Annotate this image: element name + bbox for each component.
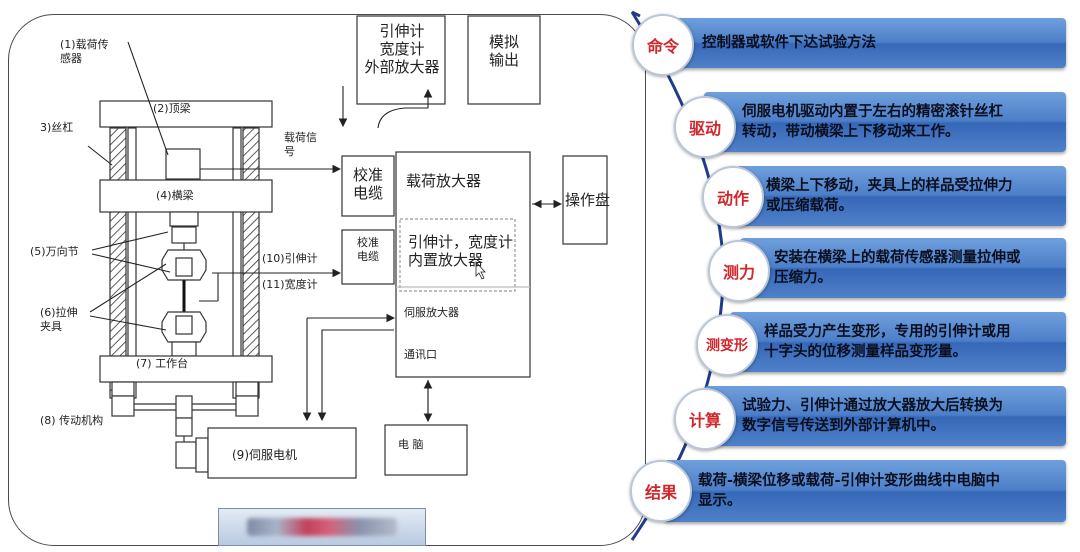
crosshead xyxy=(99,179,273,213)
calib-cable-box-1 xyxy=(341,155,395,217)
step-bar-drive: 伺服电机驱动内置于左右的精密滚针丝杠 转动，带动横梁上下移动来工作。 xyxy=(704,92,1066,152)
step-label-compute: 计算 xyxy=(674,388,736,450)
top-beam-label: (2)顶梁 xyxy=(153,102,191,115)
step-text-drive: 伺服电机驱动内置于左右的精密滚针丝杠 转动，带动横梁上下移动来工作。 xyxy=(742,104,1003,140)
step-text-command: 控制器或软件下达试验方法 xyxy=(702,35,876,51)
load-sensor-label: (1)载荷传 感器 xyxy=(60,38,109,65)
servo-motor-label: (9)伺服电机 xyxy=(232,448,297,462)
worktable-label: (7) 工作台 xyxy=(136,357,189,371)
step-label-result: 结果 xyxy=(630,460,692,522)
control-panel-text: 操作盘 xyxy=(565,191,611,209)
step-label-drive: 驱动 xyxy=(674,96,736,158)
step-bar-result: 载荷-横梁位移或载荷-引伸计变形曲线中电脑中 显示。 xyxy=(664,460,1066,522)
load-amp-text: 载荷放大器 xyxy=(406,172,482,190)
blurred-caption xyxy=(218,508,426,546)
step-label-command: 命令 xyxy=(632,14,694,76)
step-text-compute: 试验力、引伸计通过放大器放大后转换为 数字信号传送到外部计算机中。 xyxy=(742,398,1003,434)
step-bar-action: 横梁上下移动，夹具上的样品受拉伸力 或压缩载荷。 xyxy=(736,166,1066,226)
top-beam xyxy=(99,100,273,128)
width-gauge-label: (11)宽度计 xyxy=(262,278,318,291)
servo-motor-body xyxy=(207,427,357,479)
comm-port-text: 通讯口 xyxy=(404,348,437,361)
step-label-action: 动作 xyxy=(702,166,764,228)
load-signal-label: 载荷信 号 xyxy=(284,131,317,158)
step-label-force: 测力 xyxy=(708,240,770,302)
ext-amp-text: 引伸计 宽度计 外部放大器 xyxy=(364,22,440,76)
analog-output-text: 模拟 输出 xyxy=(488,33,519,69)
computer-text: 电 脑 xyxy=(398,438,424,451)
crosshead-label: (4)横梁 xyxy=(156,189,194,202)
step-bar-force: 安装在横梁上的载荷传感器测量拉伸或 压缩力。 xyxy=(740,238,1066,298)
extensometer-label: (10)引伸计 xyxy=(262,252,318,265)
calib-cable-text-1: 校准 电缆 xyxy=(352,166,383,202)
upper-joint-block xyxy=(169,211,199,227)
analog-output-box xyxy=(467,15,541,105)
control-panel-box xyxy=(562,155,608,245)
screw-label: 3)丝杠 xyxy=(40,121,74,134)
universal-joint-label: (5)万向节 xyxy=(30,245,79,258)
servo-amp-text: 伺服放大器 xyxy=(404,306,459,319)
load-sensor xyxy=(165,148,201,180)
computer-box xyxy=(384,424,468,476)
transmission-label: (8) 传动机构 xyxy=(40,414,104,427)
step-bar-deform: 样品受力产生变形，专用的引伸计或用 十字头的位移测量样品变形量。 xyxy=(730,312,1066,372)
step-bar-compute: 试验力、引伸计通过放大器放大后转换为 数字信号传送到外部计算机中。 xyxy=(704,386,1066,446)
step-text-deform: 样品受力产生变形，专用的引伸计或用 十字头的位移测量样品变形量。 xyxy=(764,324,1011,360)
step-text-action: 横梁上下移动，夹具上的样品受拉伸力 或压缩载荷。 xyxy=(766,178,1013,214)
internal-amp-text: 引伸计，宽度计 内置放大器 xyxy=(408,233,514,269)
calib-cable-box-2 xyxy=(341,229,395,285)
internal-amp-box xyxy=(399,218,516,292)
tensile-grip-label: (6)拉伸 夹具 xyxy=(40,306,78,333)
calib-cable-text-2: 校准 电缆 xyxy=(357,236,379,263)
step-text-result: 载荷-横梁位移或载荷-引伸计变形曲线中电脑中 显示。 xyxy=(698,473,1001,509)
step-label-deform: 测变形 xyxy=(696,314,758,376)
blur-redaction xyxy=(247,518,397,536)
step-bar-command: 控制器或软件下达试验方法 xyxy=(662,18,1066,68)
step-text-force: 安装在横梁上的载荷传感器测量拉伸或 压缩力。 xyxy=(774,250,1021,286)
